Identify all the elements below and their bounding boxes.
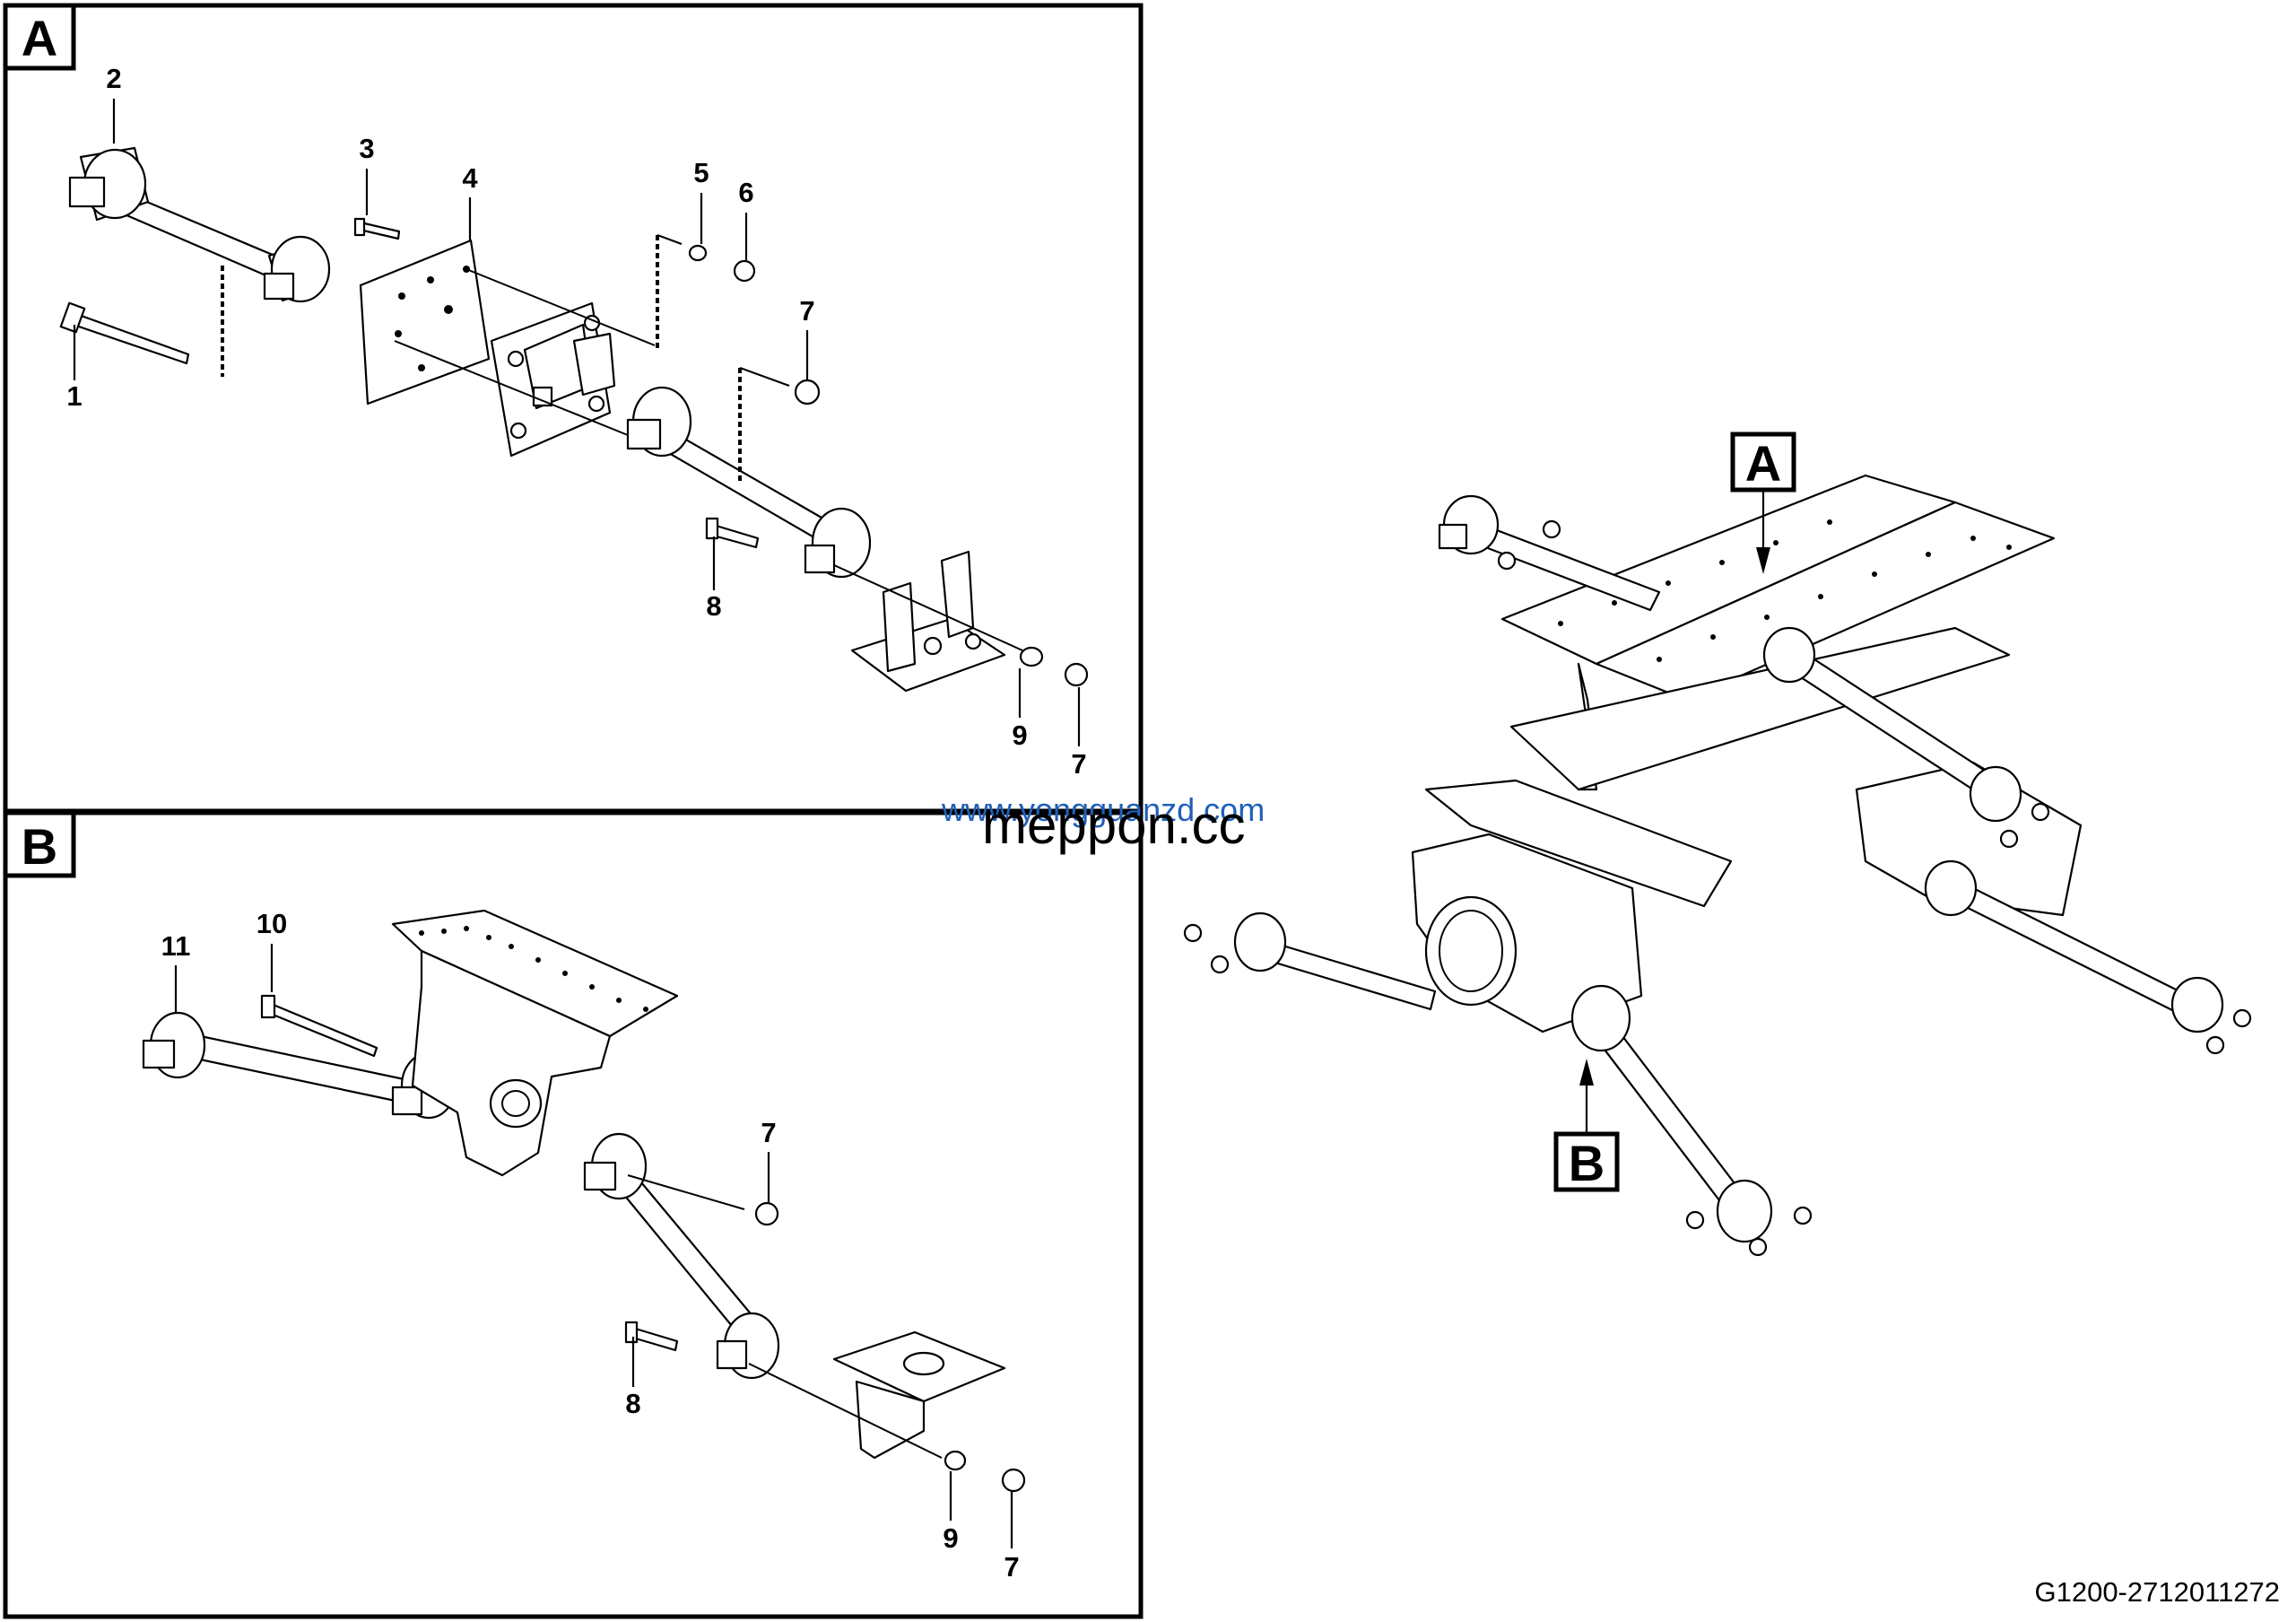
callout-b-9: 9	[943, 1522, 958, 1554]
bolt-8	[705, 517, 760, 549]
overview-label-a: A	[1745, 435, 1781, 492]
bolt-10	[260, 994, 378, 1058]
overview-tag-b	[1553, 1131, 1620, 1192]
watermark-brand: meppon.cc	[982, 795, 1246, 855]
callout-a-1: 1	[66, 380, 82, 412]
panel-b-tag	[3, 810, 76, 878]
callout-b-8: 8	[625, 1388, 640, 1419]
callout-b-7-upper: 7	[761, 1117, 776, 1148]
callout-a-9: 9	[1012, 719, 1027, 751]
upper-torque-rod	[68, 146, 331, 303]
panel-b: B	[3, 810, 1144, 1619]
washer-5	[688, 244, 708, 262]
callouts-b: 11 10 7 8 9 7	[161, 908, 1020, 1583]
lower-torque-rod	[626, 386, 872, 579]
callouts-a: 2 3 4 5 6 7 1 8 9 7	[66, 63, 1086, 780]
bolt-3	[353, 217, 401, 240]
callout-a-2: 2	[106, 63, 121, 94]
callout-a-6: 6	[738, 177, 753, 208]
callout-a-7-lower: 7	[1071, 748, 1086, 780]
nut-7-lower	[1064, 662, 1089, 687]
callout-a-8: 8	[706, 590, 721, 622]
nut-7-b-lower	[1001, 1468, 1026, 1493]
callout-a-4: 4	[462, 162, 478, 194]
nut-7-b-upper	[754, 1201, 779, 1226]
spacer-9	[1019, 646, 1044, 667]
overview-label-b: B	[1569, 1135, 1605, 1191]
panel-b-frame	[3, 810, 1144, 1619]
frame-bracket-b	[391, 909, 679, 1177]
torque-rod-11	[142, 1011, 457, 1120]
callout-b-11: 11	[161, 930, 191, 962]
nut-7-upper	[794, 379, 821, 406]
callout-b-7-lower: 7	[1004, 1551, 1019, 1583]
plate-4	[359, 239, 491, 406]
callout-a-7-upper: 7	[799, 295, 814, 327]
overview-tag-a	[1730, 432, 1796, 493]
lower-torque-rod-b	[583, 1132, 780, 1380]
overview-assembly: A B	[1183, 432, 2252, 1257]
callout-a-5: 5	[693, 157, 709, 188]
callout-a-3: 3	[359, 133, 374, 164]
axle-bracket-b	[832, 1330, 1006, 1460]
spacer-9-b	[944, 1450, 967, 1471]
drawing-code: G1200-2712011272	[2034, 1576, 2280, 1608]
callout-b-10: 10	[257, 908, 287, 939]
bolt-1	[59, 301, 190, 365]
frame-bracket	[490, 301, 616, 458]
panel-b-label: B	[22, 818, 57, 875]
nut-6	[733, 259, 756, 283]
panel-a-tag	[3, 3, 76, 71]
panel-a-label: A	[22, 10, 57, 66]
axle-bracket	[850, 550, 1006, 693]
watermark-url: www.yongguanzd.com	[941, 791, 1265, 828]
panel-a: A	[3, 3, 1144, 814]
